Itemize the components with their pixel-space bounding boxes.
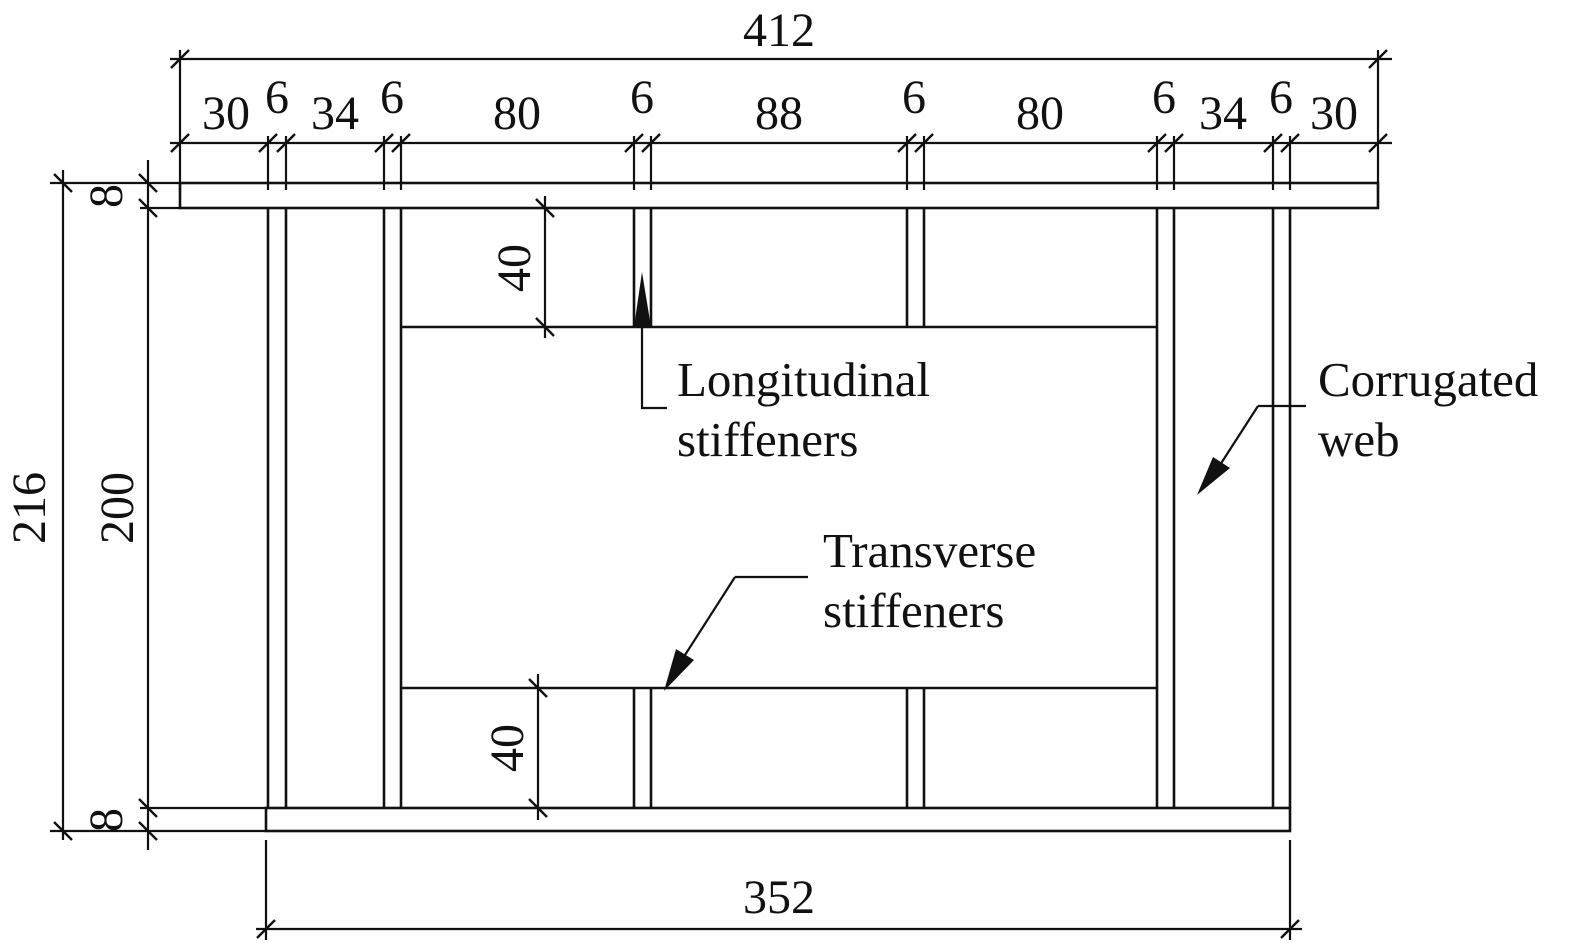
dim-seg-4: 6 <box>380 71 404 124</box>
arrow-head-transverse <box>664 649 694 691</box>
label-transverse-line2: stiffeners <box>823 583 1004 638</box>
leader-longitudinal <box>634 272 667 410</box>
dim-seg-2: 6 <box>265 71 289 124</box>
dim-top-flange: 8 <box>80 184 133 208</box>
web-stiffener-7 <box>1155 208 1176 808</box>
dimension-labels: 412 30 6 34 6 80 6 88 6 80 6 34 6 30 216… <box>3 4 1358 924</box>
label-corrugated-line1: Corrugated <box>1318 352 1538 407</box>
dim-seg-3: 34 <box>311 87 359 140</box>
label-corrugated-line2: web <box>1318 412 1400 467</box>
stiffener-depth-dimensions <box>528 196 555 820</box>
structure <box>178 181 1380 833</box>
dim-top-stiffener: 40 <box>488 244 541 292</box>
stiffener-top-4 <box>905 208 926 327</box>
stiffener-top-3 <box>632 208 653 327</box>
dim-overall-height: 216 <box>3 472 56 544</box>
dim-seg-5: 80 <box>493 87 541 140</box>
leader-corrugated <box>1197 404 1306 495</box>
leader-transverse <box>664 575 808 691</box>
dim-seg-11: 34 <box>1199 87 1247 140</box>
left-dimension-lines <box>50 160 266 850</box>
label-transverse-line1: Transverse <box>823 523 1036 578</box>
top-flange <box>178 181 1380 210</box>
dim-web-height: 200 <box>91 472 144 544</box>
dim-seg-10: 6 <box>1152 71 1176 124</box>
top-dimension-lines <box>170 49 1392 192</box>
dim-seg-13: 30 <box>1310 87 1358 140</box>
arrow-head-corrugated <box>1197 457 1230 495</box>
dim-bottom-stiffener: 40 <box>481 724 534 772</box>
web-stiffener-1 <box>266 208 288 808</box>
arrow-head-longitudinal <box>634 272 651 327</box>
stiffener-bottom-3 <box>632 688 653 808</box>
label-longitudinal-line1: Longitudinal <box>677 352 930 407</box>
stiffener-bottom-4 <box>905 688 926 808</box>
bottom-dimension-line <box>256 840 1302 940</box>
web-stiffener-2 <box>382 208 403 808</box>
dim-seg-12: 6 <box>1269 71 1293 124</box>
bottom-flange <box>264 806 1292 833</box>
dim-bottom-width: 352 <box>743 871 815 924</box>
callout-labels: Longitudinal stiffeners Corrugated web T… <box>677 352 1538 638</box>
label-longitudinal-line2: stiffeners <box>677 412 858 467</box>
web-stiffener-8 <box>1271 208 1292 808</box>
dim-bottom-flange: 8 <box>80 808 133 832</box>
dim-seg-8: 6 <box>902 71 926 124</box>
dim-seg-9: 80 <box>1016 87 1064 140</box>
dim-seg-6: 6 <box>630 71 654 124</box>
dim-overall-top: 412 <box>743 4 815 57</box>
dim-seg-1: 30 <box>202 87 250 140</box>
dim-seg-7: 88 <box>755 87 803 140</box>
